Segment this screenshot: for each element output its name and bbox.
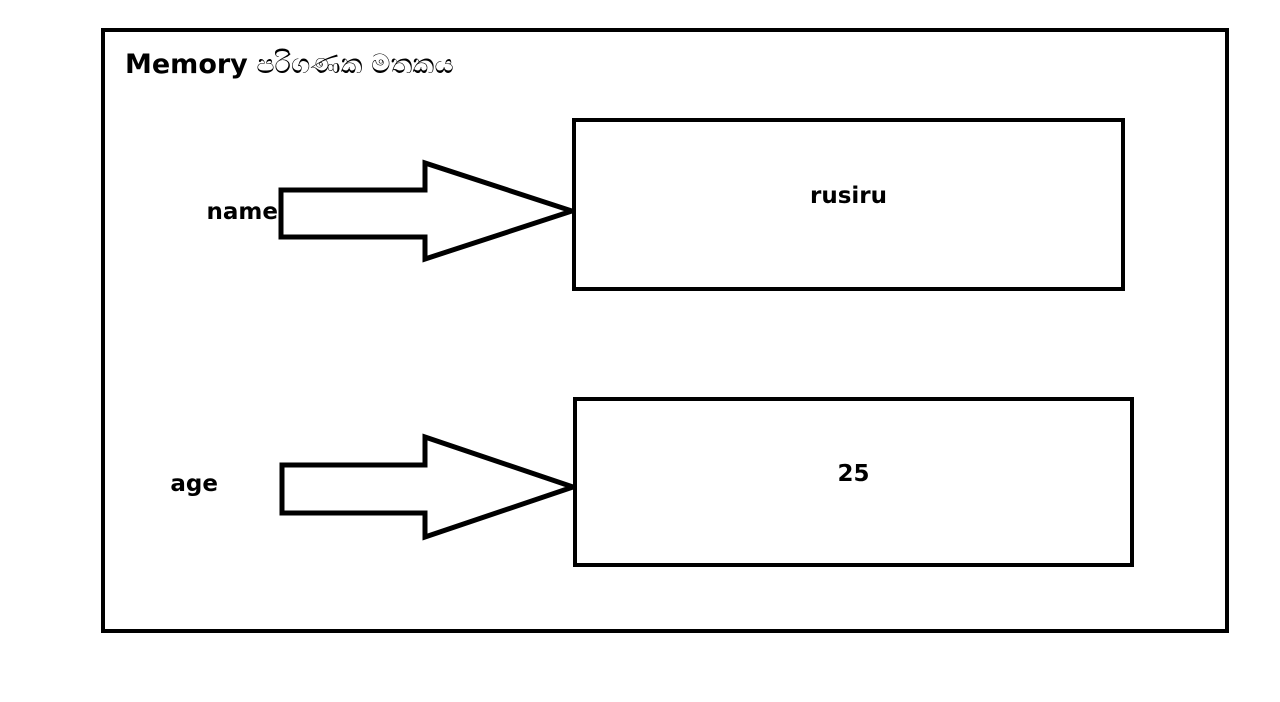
value-text-age: 25	[837, 461, 870, 487]
block-arrow-right-icon-name	[278, 159, 578, 263]
variable-label-age: age	[170, 471, 218, 497]
value-text-name: rusiru	[809, 182, 887, 209]
variable-label-name: name	[206, 199, 278, 225]
title-sinhala-text: පරිගණක මතකය	[256, 49, 454, 80]
value-box-name: rusiru	[572, 118, 1125, 291]
value-box-age: 25	[573, 397, 1134, 567]
page-title: Memory පරිගණක මතකය	[125, 48, 454, 82]
title-latin-text: Memory	[125, 49, 248, 80]
block-arrow-right-icon-age	[279, 433, 579, 541]
